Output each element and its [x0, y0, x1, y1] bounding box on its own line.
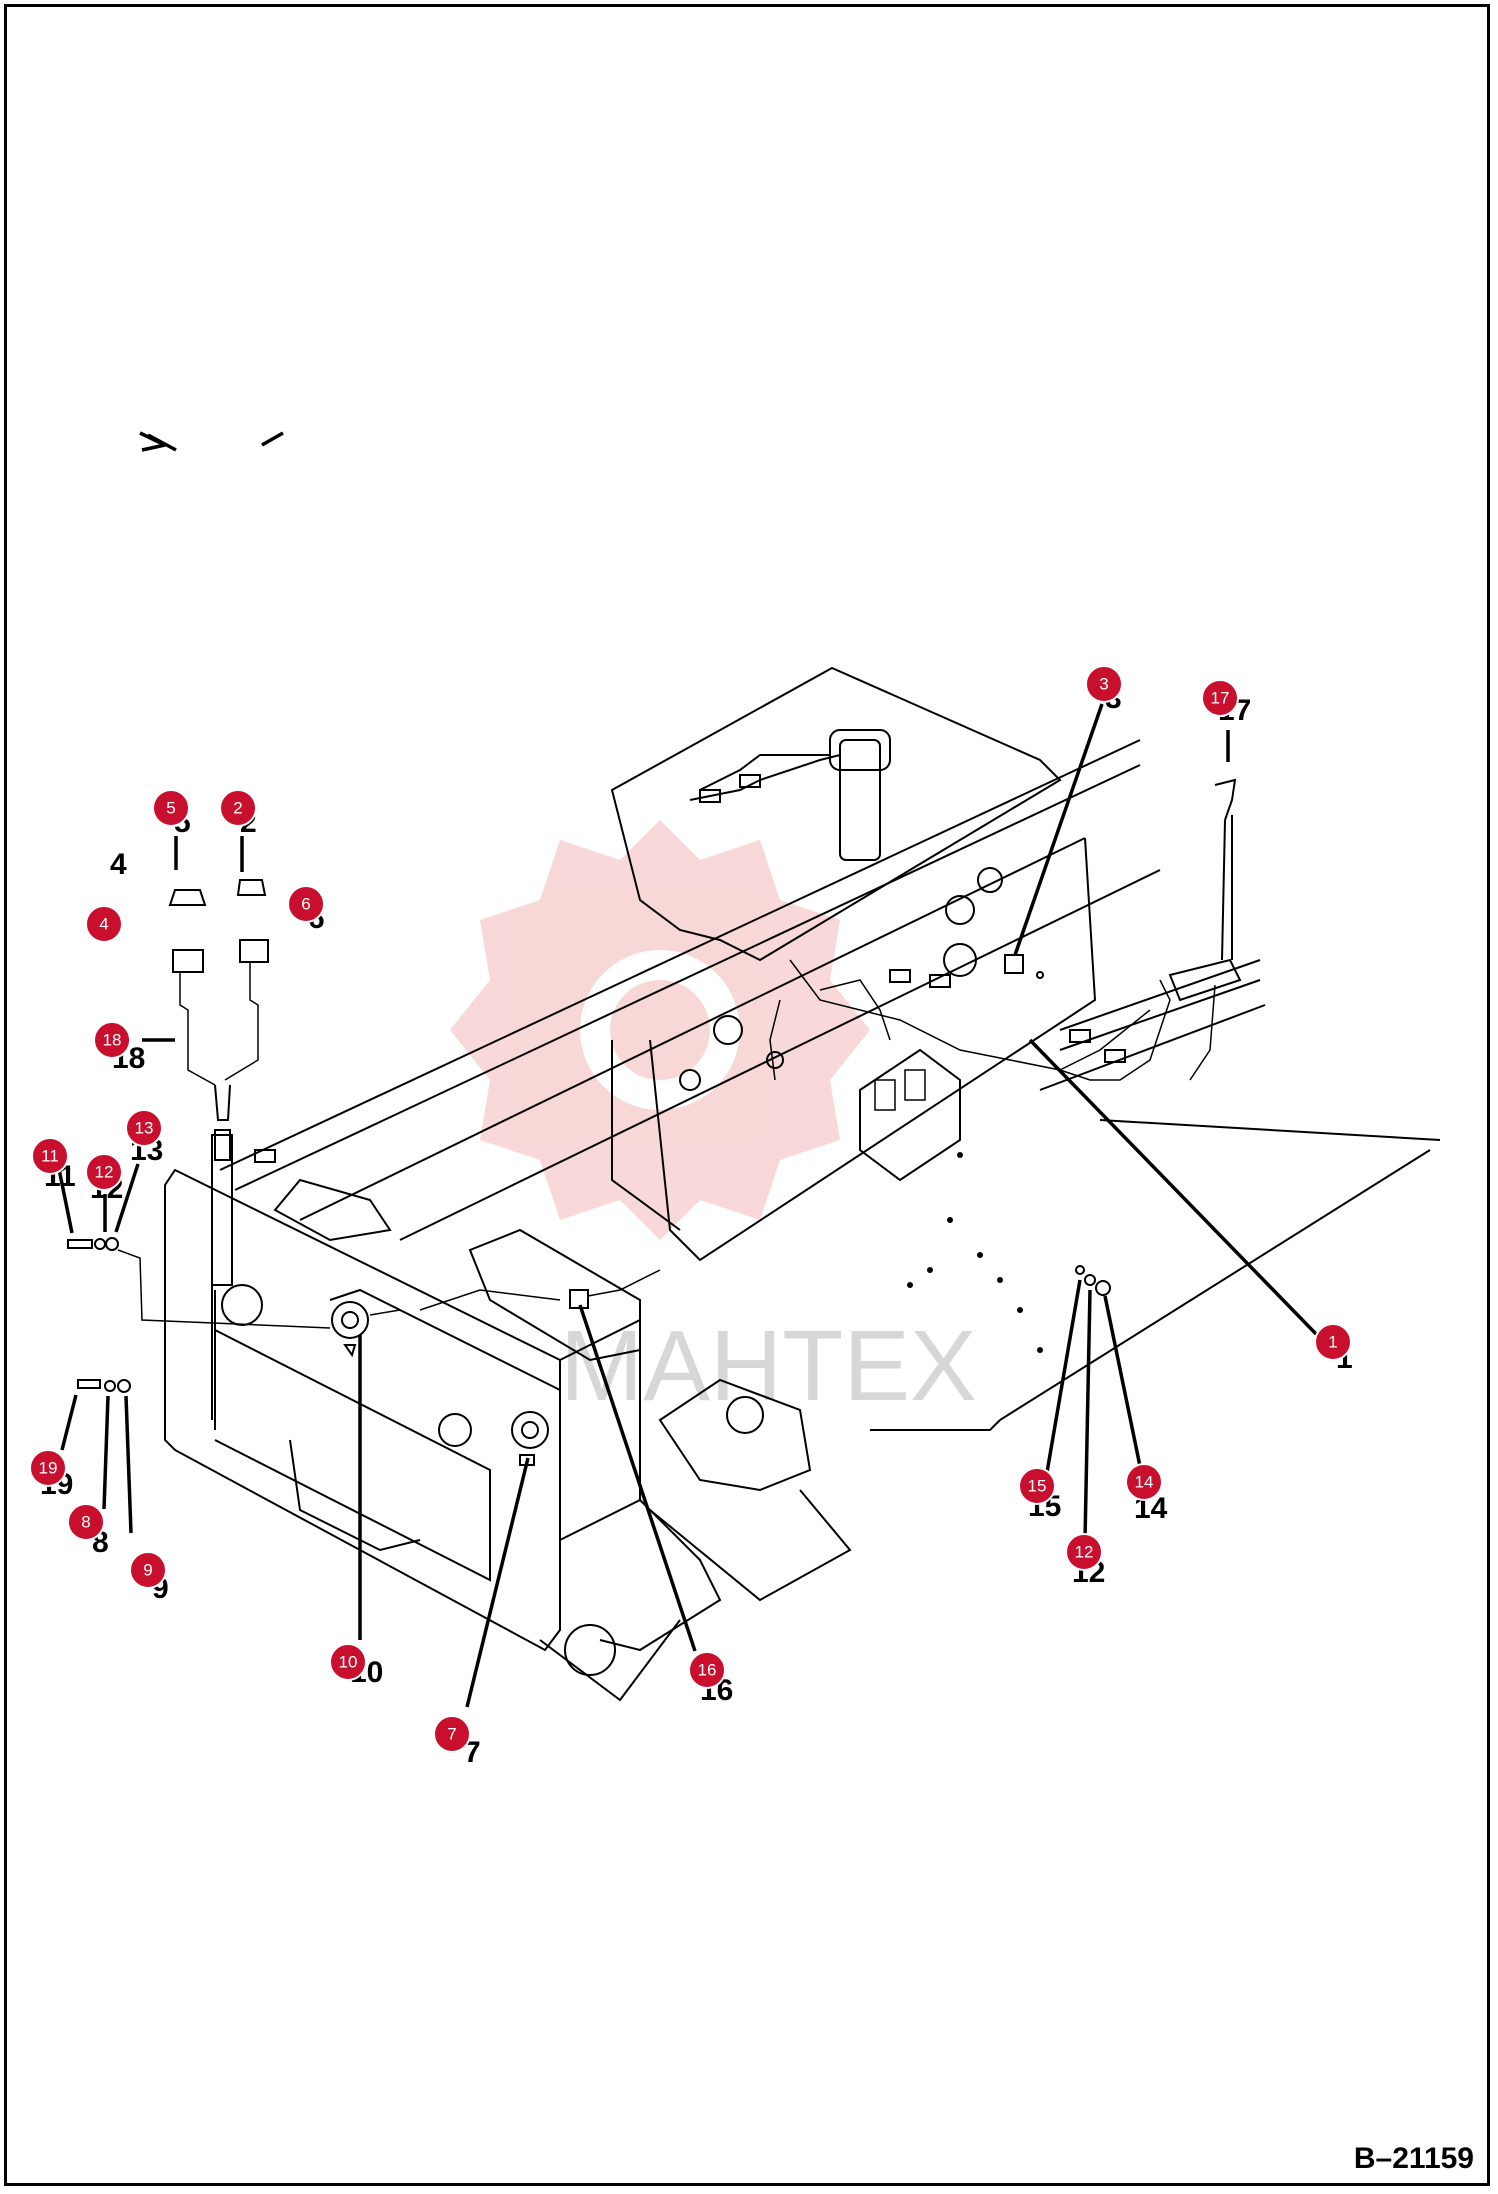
left-hardware [67, 1237, 331, 1393]
left-switches [168, 879, 276, 1163]
svg-text:15: 15 [1028, 1477, 1047, 1496]
svg-text:16: 16 [698, 1661, 717, 1680]
sender-16 [419, 1269, 661, 1311]
badge-3: 3 [1085, 665, 1123, 703]
svg-text:12: 12 [1075, 1543, 1094, 1562]
watermark-gear-icon [450, 820, 870, 1240]
svg-text:14: 14 [1135, 1473, 1154, 1492]
svg-text:2: 2 [233, 799, 242, 818]
svg-text:1: 1 [1328, 1333, 1337, 1352]
plug-3 [1004, 954, 1044, 979]
frame-border [4, 4, 1490, 2186]
svg-text:19: 19 [39, 1459, 58, 1478]
badge-9: 9 [129, 1551, 167, 1589]
valve-assembly [699, 729, 891, 861]
watermark: MAHTEX [450, 820, 977, 1422]
wiring-harness [766, 959, 1171, 1081]
plain-callout-numbers: 1 2 3 4 5 6 7 8 9 10 11 12 13 14 15 12 1… [40, 682, 1353, 1769]
plain-num-4: 4 [110, 848, 127, 881]
badge-8: 8 [67, 1503, 105, 1541]
control-lever [1168, 778, 1242, 1081]
badge-6: 6 [287, 885, 325, 923]
badge-7: 7 [433, 1715, 471, 1753]
plain-num-7: 7 [464, 1736, 481, 1769]
leader-lines [56, 431, 1320, 1708]
rail-holes [907, 1152, 1043, 1353]
svg-text:11: 11 [41, 1147, 59, 1166]
badge-15: 15 [1018, 1467, 1056, 1505]
badge-1: 1 [1314, 1323, 1352, 1361]
svg-text:18: 18 [103, 1031, 122, 1050]
badge-10: 10 [329, 1643, 367, 1681]
svg-text:10: 10 [339, 1653, 358, 1672]
badge-callouts: 1 2 3 4 5 6 7 8 9 10 11 12 13 14 15 12 1… [29, 665, 1352, 1753]
svg-text:4: 4 [99, 915, 108, 934]
badge-2: 2 [219, 789, 257, 827]
badge-18: 18 [93, 1021, 131, 1059]
svg-text:3: 3 [1099, 675, 1108, 694]
svg-text:17: 17 [1211, 689, 1230, 708]
badge-17: 17 [1201, 679, 1239, 717]
drawing-number: B–21159 [1353, 2142, 1474, 2175]
frame-assembly-linework [67, 666, 1441, 1702]
horn-7 [511, 1411, 549, 1466]
badge-13: 13 [125, 1109, 163, 1147]
badge-5: 5 [152, 789, 190, 827]
svg-text:9: 9 [143, 1561, 152, 1580]
badge-12a: 12 [85, 1153, 123, 1191]
watermark-text: MAHTEX [560, 1310, 977, 1422]
badge-4: 4 [85, 905, 123, 943]
svg-text:12: 12 [95, 1163, 114, 1182]
badge-12b: 12 [1065, 1533, 1103, 1571]
badge-16: 16 [688, 1651, 726, 1689]
svg-text:8: 8 [81, 1513, 90, 1532]
control-box [859, 1048, 961, 1182]
badge-11: 11 [31, 1137, 69, 1175]
right-hardware [1075, 1265, 1111, 1296]
badge-19: 19 [29, 1449, 67, 1487]
badge-14: 14 [1125, 1463, 1163, 1501]
switch-10 [331, 1301, 421, 1358]
svg-text:13: 13 [135, 1119, 154, 1138]
svg-text:7: 7 [447, 1725, 456, 1744]
svg-text:6: 6 [301, 895, 310, 914]
svg-text:5: 5 [166, 799, 175, 818]
